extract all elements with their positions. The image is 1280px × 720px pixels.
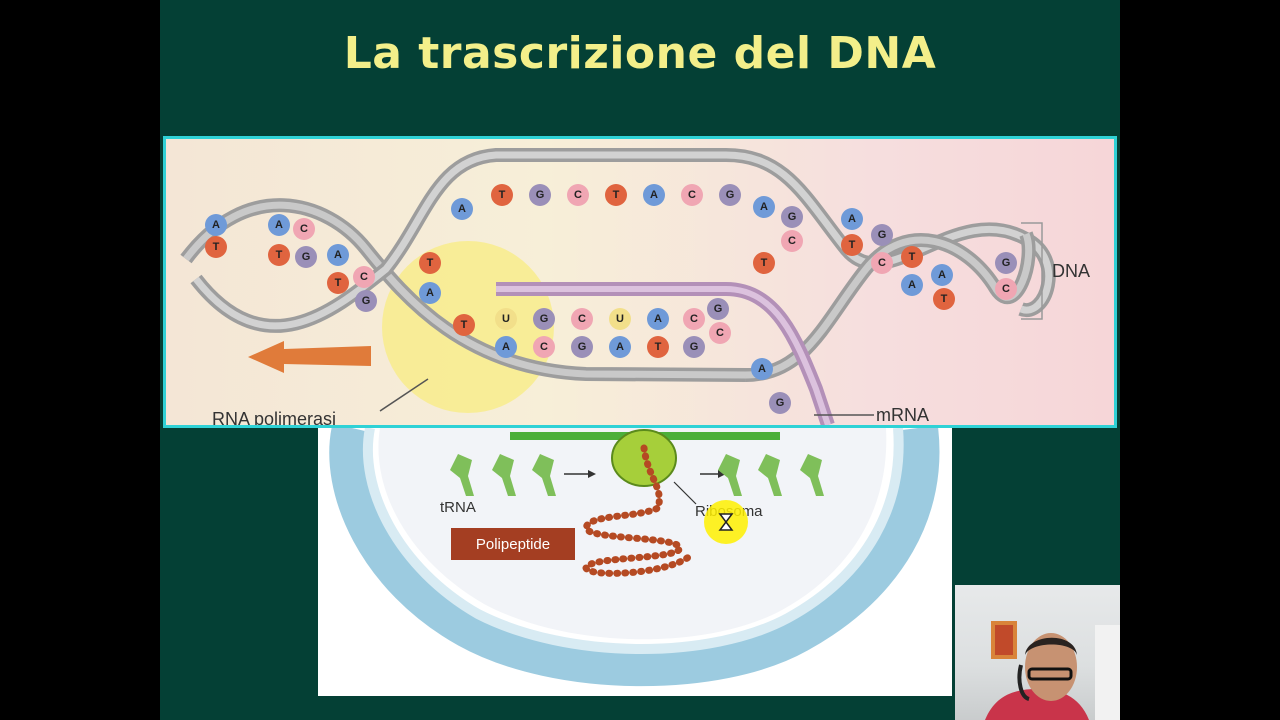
svg-text:A: A bbox=[458, 203, 466, 215]
svg-text:C: C bbox=[690, 313, 698, 325]
right-helix-bases: G C T A G A T G C T A A T G C bbox=[751, 206, 1017, 414]
svg-text:C: C bbox=[878, 257, 886, 269]
polypeptide-label: Polipeptide bbox=[451, 528, 575, 560]
rna-strand-bases: U G C U A C G C bbox=[495, 298, 731, 344]
svg-text:T: T bbox=[276, 249, 283, 261]
svg-text:C: C bbox=[574, 189, 582, 201]
svg-text:A: A bbox=[334, 249, 342, 261]
template-strand-bases: A C G A T G bbox=[495, 336, 705, 358]
svg-text:C: C bbox=[688, 189, 696, 201]
webcam-overlay bbox=[955, 585, 1120, 720]
mrna-label: mRNA bbox=[876, 405, 929, 425]
svg-text:G: G bbox=[540, 313, 549, 325]
svg-text:A: A bbox=[758, 363, 766, 375]
svg-text:T: T bbox=[761, 257, 768, 269]
svg-text:T: T bbox=[499, 189, 506, 201]
cell-translation-illustration: tRNA Ribosoma bbox=[329, 428, 940, 687]
svg-text:G: G bbox=[788, 211, 797, 223]
direction-arrow-icon bbox=[248, 341, 371, 373]
dna-helix-illustration: A T A C T G A C T G T A T A T G C T A C … bbox=[180, 148, 1090, 425]
svg-text:T: T bbox=[941, 293, 948, 305]
svg-text:A: A bbox=[502, 341, 510, 353]
svg-text:C: C bbox=[578, 313, 586, 325]
svg-text:G: G bbox=[776, 397, 785, 409]
svg-text:T: T bbox=[655, 341, 662, 353]
svg-text:A: A bbox=[654, 313, 662, 325]
svg-text:G: G bbox=[714, 303, 723, 315]
svg-text:A: A bbox=[760, 201, 768, 213]
svg-text:G: G bbox=[578, 341, 587, 353]
rna-polymerase-pointer bbox=[379, 378, 429, 412]
svg-text:T: T bbox=[335, 277, 342, 289]
svg-text:T: T bbox=[427, 257, 434, 269]
trna-label: tRNA bbox=[440, 499, 476, 516]
svg-text:A: A bbox=[908, 279, 916, 291]
svg-text:G: G bbox=[726, 189, 735, 201]
svg-text:C: C bbox=[716, 327, 724, 339]
trna-molecules-left bbox=[450, 454, 556, 496]
svg-text:C: C bbox=[788, 235, 796, 247]
svg-text:T: T bbox=[909, 251, 916, 263]
svg-text:A: A bbox=[275, 219, 283, 231]
trna-molecules-right bbox=[718, 454, 824, 496]
translation-diagram: tRNA Ribosoma Polipeptide bbox=[318, 428, 952, 696]
svg-text:T: T bbox=[849, 239, 856, 251]
dna-label: DNA bbox=[1052, 261, 1090, 281]
person-head bbox=[1025, 633, 1077, 701]
svg-text:C: C bbox=[360, 271, 368, 283]
polypeptide-chain bbox=[582, 444, 694, 577]
slide-title: La trascrizione del DNA bbox=[343, 28, 937, 79]
svg-text:A: A bbox=[848, 213, 856, 225]
cell-membrane bbox=[329, 428, 940, 687]
svg-text:T: T bbox=[461, 319, 468, 331]
hourglass-icon bbox=[704, 500, 748, 544]
svg-text:A: A bbox=[650, 189, 658, 201]
svg-text:G: G bbox=[302, 251, 311, 263]
svg-text:G: G bbox=[690, 341, 699, 353]
svg-text:T: T bbox=[613, 189, 620, 201]
svg-text:U: U bbox=[616, 313, 624, 325]
svg-text:G: G bbox=[1002, 257, 1011, 269]
svg-text:C: C bbox=[300, 223, 308, 235]
coding-strand-bases: A T G C T A C G A bbox=[451, 184, 775, 220]
dna-bracket bbox=[1021, 222, 1043, 320]
svg-text:A: A bbox=[616, 341, 624, 353]
svg-text:A: A bbox=[426, 287, 434, 299]
svg-text:G: G bbox=[362, 295, 371, 307]
svg-text:A: A bbox=[212, 219, 220, 231]
svg-text:T: T bbox=[213, 241, 220, 253]
transcription-diagram: A T A C T G A C T G T A T A T G C T A C … bbox=[163, 136, 1117, 428]
ribosome-pointer bbox=[673, 481, 697, 505]
svg-text:A: A bbox=[938, 269, 946, 281]
left-helix-bases: A T A C T G A C T G T A T bbox=[205, 214, 475, 336]
headset-icon bbox=[1017, 664, 1030, 701]
svg-text:U: U bbox=[502, 313, 510, 325]
svg-text:C: C bbox=[1002, 283, 1010, 295]
svg-text:G: G bbox=[878, 229, 887, 241]
svg-text:G: G bbox=[536, 189, 545, 201]
svg-text:C: C bbox=[540, 341, 548, 353]
rna-polymerase-label: RNA polimerasi bbox=[212, 409, 336, 425]
